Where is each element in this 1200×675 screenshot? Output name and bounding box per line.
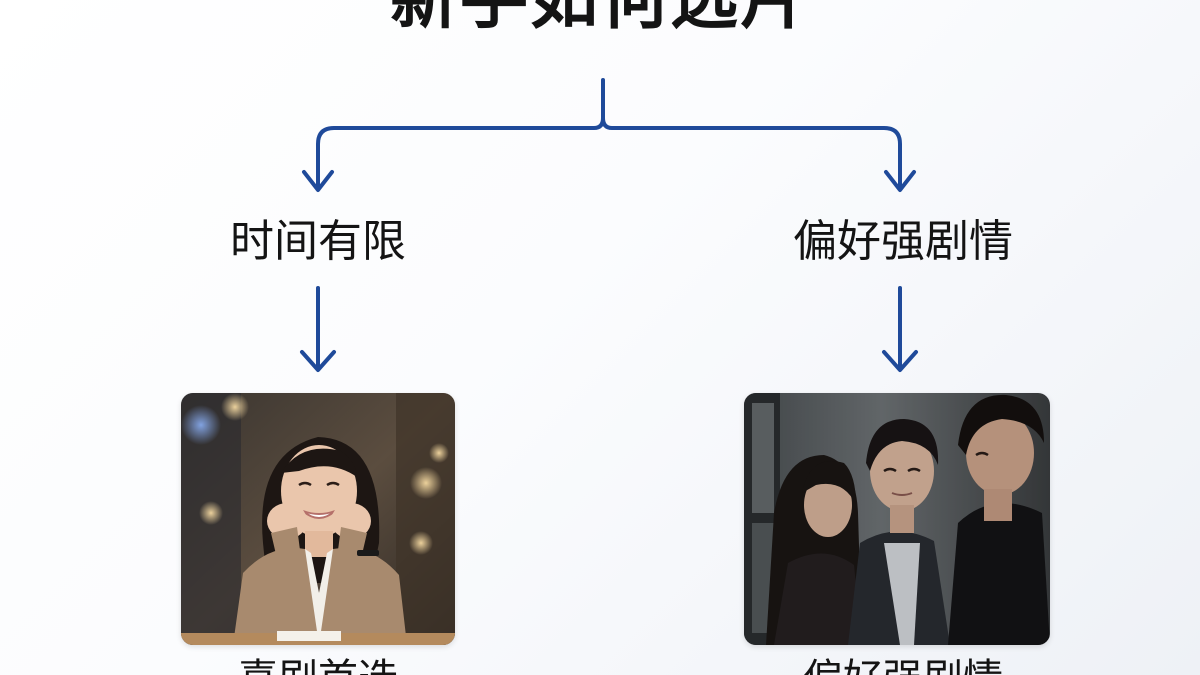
arrowhead-right-down: [882, 350, 918, 372]
arrowhead-left-top: [302, 170, 334, 192]
caption-comedy: 喜剧首选: [238, 659, 398, 675]
arrowhead-left-down: [300, 350, 336, 372]
branch-label-time-limited: 时间有限: [230, 216, 406, 267]
photo-drama-group: [744, 393, 1050, 645]
split-connector: [316, 78, 605, 190]
diagram-title: 新手如何选片: [0, 0, 1200, 34]
split-connector-right: [601, 116, 902, 190]
branch-label-strong-plot: 偏好强剧情: [793, 216, 1013, 267]
arrowhead-right-top: [884, 170, 916, 192]
caption-drama: 偏好强剧情: [803, 659, 1003, 675]
photo-comedy-woman: [181, 393, 455, 645]
